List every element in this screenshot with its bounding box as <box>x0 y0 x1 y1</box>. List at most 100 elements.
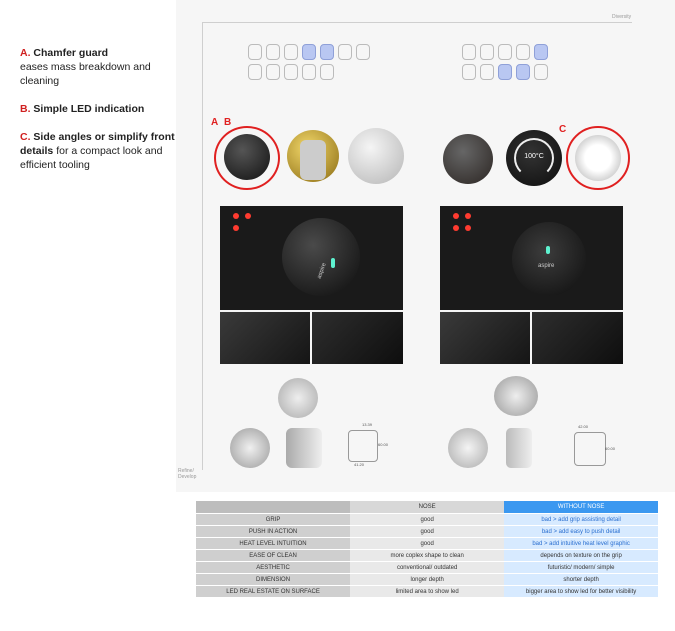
context-photo-oven <box>312 312 403 364</box>
knob-ring-indicator <box>514 138 554 178</box>
highlight-circle-c <box>566 126 630 190</box>
render-knob-nose: aspire <box>220 206 403 310</box>
led-indicator <box>546 246 550 254</box>
row-without: bad > add intuitive heat level graphic <box>504 538 658 549</box>
highlight-circle-ab <box>214 126 280 190</box>
marker-c: C <box>559 124 567 135</box>
dim-width: 42.00 <box>578 424 589 429</box>
sketch-icon <box>320 44 334 60</box>
sketch-icon <box>480 44 494 60</box>
knob-render-ring <box>575 135 621 181</box>
sketch-icon <box>320 64 334 80</box>
sketch-icon <box>516 64 530 80</box>
note-a: A. Chamfer guard eases mass breakdown an… <box>20 47 151 87</box>
tech-drawing-right: 42.00 60.00 <box>570 424 618 470</box>
sketch-icon <box>534 64 548 80</box>
row-nose: conventional/ outdated <box>350 562 505 573</box>
led-indicator <box>331 258 335 268</box>
cad-view-side <box>506 428 532 468</box>
context-photo-stove <box>220 312 310 364</box>
sketch-icon <box>248 44 262 60</box>
knob-temperature: 100°C <box>524 153 544 160</box>
cad-view-iso <box>278 378 318 418</box>
knob-render-white <box>348 128 404 184</box>
indicator-dot <box>233 213 239 219</box>
sketch-icon <box>338 44 352 60</box>
note-b: B. Simple LED indication <box>20 103 145 115</box>
indicator-dot <box>465 225 471 231</box>
cad-view-front <box>230 428 270 468</box>
sketch-icon <box>284 64 298 80</box>
row-label: DIMENSION <box>196 574 351 585</box>
axis-vertical <box>202 22 203 470</box>
table-row: HEAT LEVEL INTUITION good bad > add intu… <box>196 538 658 549</box>
row-label: HEAT LEVEL INTUITION <box>196 538 351 549</box>
dim-height: 60.00 <box>605 446 616 451</box>
indicator-dot <box>453 225 459 231</box>
design-notes: A. Chamfer guard eases mass breakdown an… <box>20 46 190 186</box>
knob-render-dark <box>443 134 493 184</box>
context-photo-oven <box>532 312 623 364</box>
row-label: EASE OF CLEAN <box>196 550 351 561</box>
row-nose: good <box>350 538 505 549</box>
table-row: AESTHETIC conventional/ outdated futuris… <box>196 562 658 573</box>
row-without: bad > add easy to push detail <box>504 526 658 537</box>
sketch-icon <box>302 64 316 80</box>
drawing-outline <box>574 432 606 466</box>
sketch-group-left <box>248 44 378 80</box>
indicator-dot <box>453 213 459 219</box>
row-label: AESTHETIC <box>196 562 351 573</box>
dim-width: 41.20 <box>354 462 365 467</box>
sketch-icon <box>284 44 298 60</box>
note-c: C. Side angles or simplify front details… <box>20 131 175 171</box>
sketch-icon <box>266 44 280 60</box>
row-label: PUSH IN ACTION <box>196 526 351 537</box>
sketch-icon <box>480 64 494 80</box>
sketch-icon <box>498 44 512 60</box>
sketch-icon <box>462 44 476 60</box>
tech-drawing-left: 13.39 60.00 41.20 <box>344 422 388 468</box>
table-row: EASE OF CLEAN more coplex shape to clean… <box>196 550 658 561</box>
context-photo-stove <box>440 312 530 364</box>
axis-label-refine: Refine/ Develop <box>178 468 197 480</box>
sketch-icon <box>534 44 548 60</box>
sketch-icon <box>516 44 530 60</box>
table-row: GRIP good bad > add grip assisting detai… <box>196 514 658 525</box>
sketch-icon <box>498 64 512 80</box>
sketch-icon <box>248 64 262 80</box>
marker-b: B <box>224 117 232 128</box>
row-nose: limited area to show led <box>350 586 505 597</box>
cad-view-iso <box>494 376 538 416</box>
brand-logo: aspire <box>538 263 555 269</box>
row-without: depends on texture on the grip <box>504 550 658 561</box>
indicator-dot <box>233 225 239 231</box>
sketch-group-right <box>462 44 562 80</box>
row-nose: good <box>350 514 505 525</box>
sketch-icon <box>266 64 280 80</box>
cad-view-side <box>286 428 322 468</box>
sketch-icon <box>356 44 370 60</box>
axis-horizontal <box>202 22 632 23</box>
row-nose: more coplex shape to clean <box>350 550 505 561</box>
header-nose: NOSE <box>350 501 505 513</box>
row-label: GRIP <box>196 514 351 525</box>
row-label: LED REAL ESTATE ON SURFACE <box>196 586 351 597</box>
header-criteria <box>196 501 351 513</box>
comparison-table: NOSE WITHOUT NOSE GRIP good bad > add gr… <box>196 500 658 598</box>
sketch-icon <box>462 64 476 80</box>
render-knob-without-nose: aspire <box>440 206 623 310</box>
row-without: futuristic/ modern/ simple <box>504 562 658 573</box>
marker-a: A <box>211 117 219 128</box>
table-row: PUSH IN ACTION good bad > add easy to pu… <box>196 526 658 537</box>
axis-label-diversity: Diversity <box>612 14 632 20</box>
cad-view-front <box>448 428 488 468</box>
drawing-outline <box>348 430 378 462</box>
table-header: NOSE WITHOUT NOSE <box>196 501 658 513</box>
indicator-dot <box>465 213 471 219</box>
row-without: bigger area to show led for better visib… <box>504 586 658 597</box>
sketch-icon <box>302 44 316 60</box>
dim-height: 60.00 <box>378 442 389 447</box>
knob-render-black <box>224 134 270 180</box>
row-nose: longer depth <box>350 574 505 585</box>
indicator-dot <box>245 213 251 219</box>
